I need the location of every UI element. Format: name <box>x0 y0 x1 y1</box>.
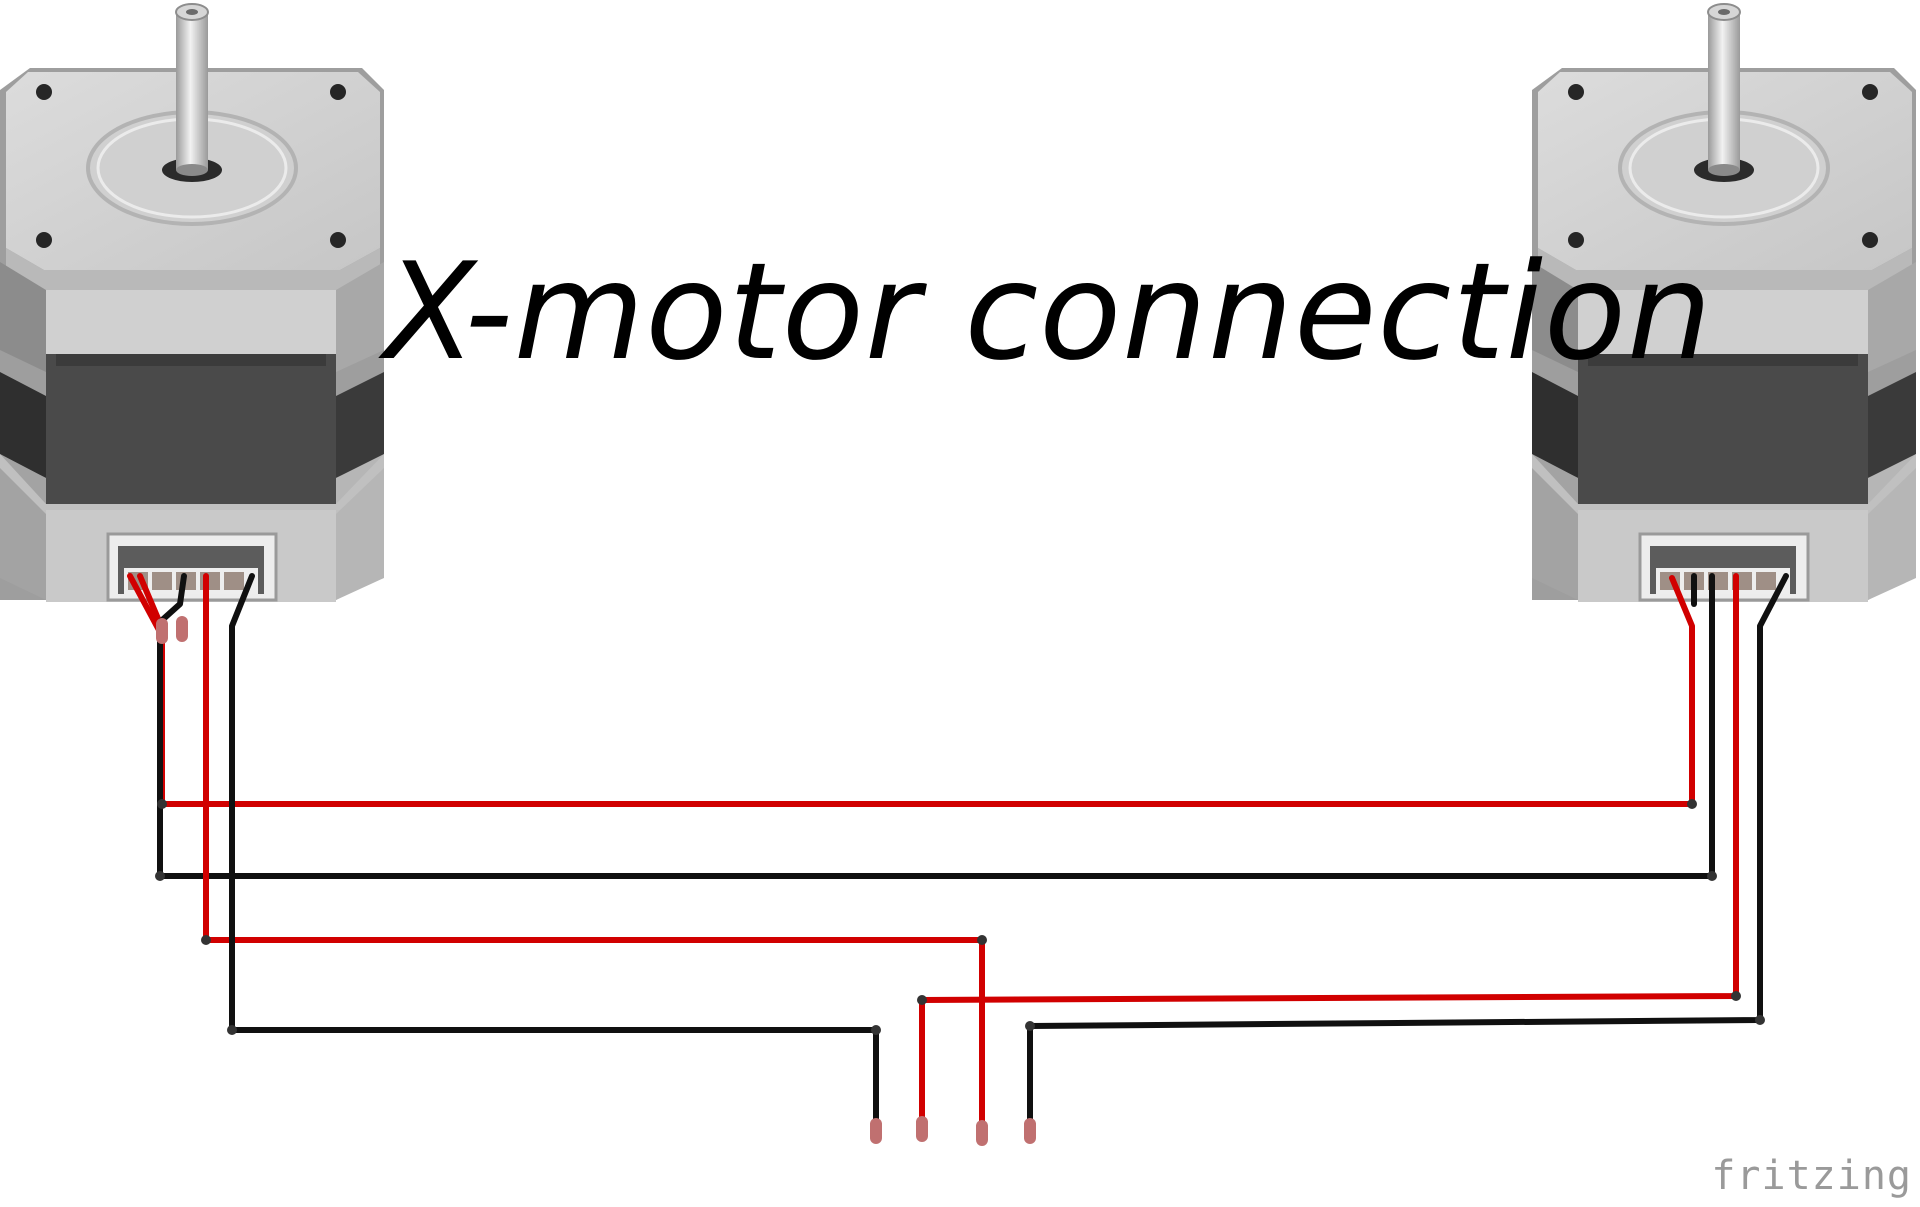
wire-red-3 <box>919 573 1739 1139</box>
wire-red-1 <box>137 573 1695 807</box>
fritzing-watermark: fritzing <box>1711 1153 1912 1199</box>
wire-black-3 <box>1027 573 1789 1141</box>
wire-joints <box>155 799 1765 1035</box>
wire-red-4 <box>127 573 163 635</box>
diagram-title: X-motor connection <box>384 234 1713 390</box>
wire-black-1 <box>157 573 1715 879</box>
stepper-motor-left <box>0 2 386 604</box>
wire-black-2 <box>229 573 879 1141</box>
wire-red-2 <box>203 573 985 1145</box>
wire-terminals <box>156 616 1036 1146</box>
